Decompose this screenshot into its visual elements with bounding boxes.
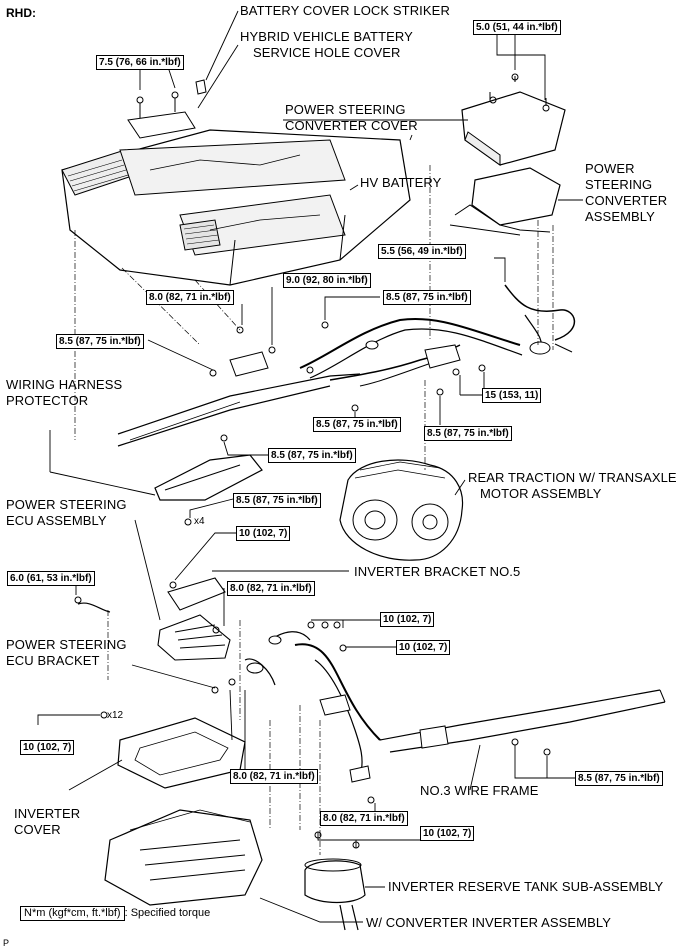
torque-8-5-c: 8.5 (87, 75 in.*lbf)	[313, 417, 401, 432]
torque-10-d: 10 (102, 7)	[20, 740, 75, 755]
torque-10-c: 10 (102, 7)	[396, 640, 451, 655]
torque-6-0: 6.0 (61, 53 in.*lbf)	[7, 571, 95, 586]
label-ps-ecu-assembly-2: ECU ASSEMBLY	[6, 513, 107, 528]
label-rear-traction-2: MOTOR ASSEMBLY	[480, 486, 602, 501]
label-ps-ecu-bracket-1: POWER STEERING	[6, 637, 127, 652]
label-ps-converter-assembly-2: STEERING	[585, 177, 653, 192]
torque-8-0-a: 8.0 (82, 71 in.*lbf)	[146, 290, 234, 305]
torque-8-5-b: 8.5 (87, 75 in.*lbf)	[56, 334, 144, 349]
label-ps-ecu-assembly-1: POWER STEERING	[6, 497, 127, 512]
footer-mark: P	[3, 938, 10, 948]
torque-8-5-h: 8.5 (87, 75 in.*lbf)	[575, 771, 663, 786]
label-wiring-harness-protector-2: PROTECTOR	[6, 393, 89, 408]
label-hv-battery-service-hole-cover-2: SERVICE HOLE COVER	[253, 45, 401, 60]
legend-torque-box: N*m (kgf*cm, ft.*lbf)	[20, 906, 125, 921]
torque-8-0-b: 8.0 (82, 71 in.*lbf)	[227, 581, 315, 596]
reserve-tank-drawing	[304, 831, 366, 931]
label-hv-battery: HV BATTERY	[360, 175, 442, 190]
hv-battery-drawing	[61, 79, 411, 286]
torque-8-5-d: 8.5 (87, 75 in.*lbf)	[424, 426, 512, 441]
label-converter-inverter-assembly: W/ CONVERTER INVERTER ASSEMBLY	[366, 915, 611, 930]
torque-15: 15 (153, 11)	[482, 388, 542, 403]
torque-8-0-c: 8.0 (82, 71 in.*lbf)	[230, 769, 318, 784]
label-inverter-cover-2: COVER	[14, 822, 61, 837]
label-ps-converter-cover-2: CONVERTER COVER	[285, 118, 418, 133]
torque-10-b: 10 (102, 7)	[380, 612, 435, 627]
inverter-bracket-drawing	[74, 577, 276, 694]
torque-10-e: 10 (102, 7)	[420, 826, 475, 841]
label-ps-ecu-bracket-2: ECU BRACKET	[6, 653, 100, 668]
count-x4: x4	[194, 516, 205, 527]
diagram-header: RHD:	[6, 6, 36, 20]
inverter-drawing	[100, 711, 263, 906]
torque-8-5-e: 8.5 (87, 75 in.*lbf)	[268, 448, 356, 463]
count-x12: x12	[107, 710, 124, 721]
wire-frame-drawing	[268, 621, 666, 804]
label-ps-converter-assembly-3: CONVERTER	[585, 193, 668, 208]
label-inverter-reserve-tank: INVERTER RESERVE TANK SUB-ASSEMBLY	[388, 879, 664, 894]
wiring-harness-drawing	[117, 318, 523, 526]
torque-8-5-a: 8.5 (87, 75 in.*lbf)	[383, 290, 471, 305]
legend: N*m (kgf*cm, ft.*lbf): Specified torque	[20, 906, 210, 921]
label-battery-cover-lock-striker: BATTERY COVER LOCK STRIKER	[240, 3, 450, 18]
torque-9-0: 9.0 (92, 80 in.*lbf)	[283, 273, 371, 288]
label-ps-converter-cover-1: POWER STEERING	[285, 102, 406, 117]
legend-text: : Specified torque	[124, 907, 211, 919]
ps-converter-drawing	[449, 73, 576, 355]
label-wiring-harness-protector-1: WIRING HARNESS	[6, 377, 123, 392]
torque-10-a: 10 (102, 7)	[236, 526, 291, 541]
torque-8-0-d: 8.0 (82, 71 in.*lbf)	[320, 811, 408, 826]
label-inverter-cover-1: INVERTER	[14, 806, 81, 821]
label-inverter-bracket-no5: INVERTER BRACKET NO.5	[354, 564, 521, 579]
label-hv-battery-service-hole-cover-1: HYBRID VEHICLE BATTERY	[240, 29, 413, 44]
torque-7-5: 7.5 (76, 66 in.*lbf)	[96, 55, 184, 70]
torque-5-0: 5.0 (51, 44 in.*lbf)	[473, 20, 561, 35]
label-rear-traction-1: REAR TRACTION W/ TRANSAXLE	[468, 470, 677, 485]
torque-5-5: 5.5 (56, 49 in.*lbf)	[378, 244, 466, 259]
rear-traction-motor-drawing	[339, 459, 464, 561]
torque-8-5-f: 8.5 (87, 75 in.*lbf)	[233, 493, 321, 508]
label-ps-converter-assembly-1: POWER	[585, 161, 635, 176]
label-ps-converter-assembly-4: ASSEMBLY	[585, 209, 655, 224]
label-no3-wire-frame: NO.3 WIRE FRAME	[420, 783, 539, 798]
